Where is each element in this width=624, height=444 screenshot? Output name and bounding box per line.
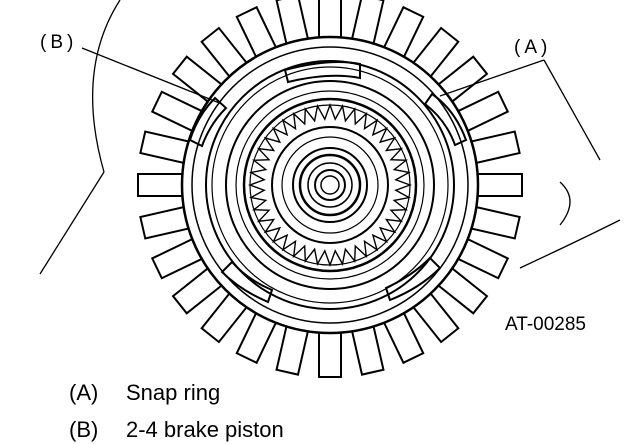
legend-key: (A) xyxy=(69,380,99,405)
drum-rings xyxy=(180,35,480,335)
drum-tooth xyxy=(473,173,523,197)
hub-spline-outline xyxy=(247,102,413,268)
drum-tooth xyxy=(318,328,342,378)
legend-item-a: (A) Snap ring xyxy=(69,380,220,406)
snap-ring-segments xyxy=(188,61,468,304)
hub-spline-teeth xyxy=(247,102,413,268)
clutch-drum-teeth xyxy=(137,0,523,378)
legend-key: (B) xyxy=(69,417,99,442)
callout-b-label: (B) xyxy=(40,32,78,53)
drum-tooth xyxy=(318,0,342,42)
figure-code: AT-00285 xyxy=(505,314,586,335)
leader-lines xyxy=(39,0,621,275)
legend-label: Snap ring xyxy=(126,380,221,405)
legend-item-b: (B) 2-4 brake piston xyxy=(69,417,284,443)
drum-tooth xyxy=(137,173,187,197)
hub-rings xyxy=(271,126,389,244)
callout-a-label: (A) xyxy=(514,37,552,58)
legend-label: 2-4 brake piston xyxy=(126,417,284,442)
